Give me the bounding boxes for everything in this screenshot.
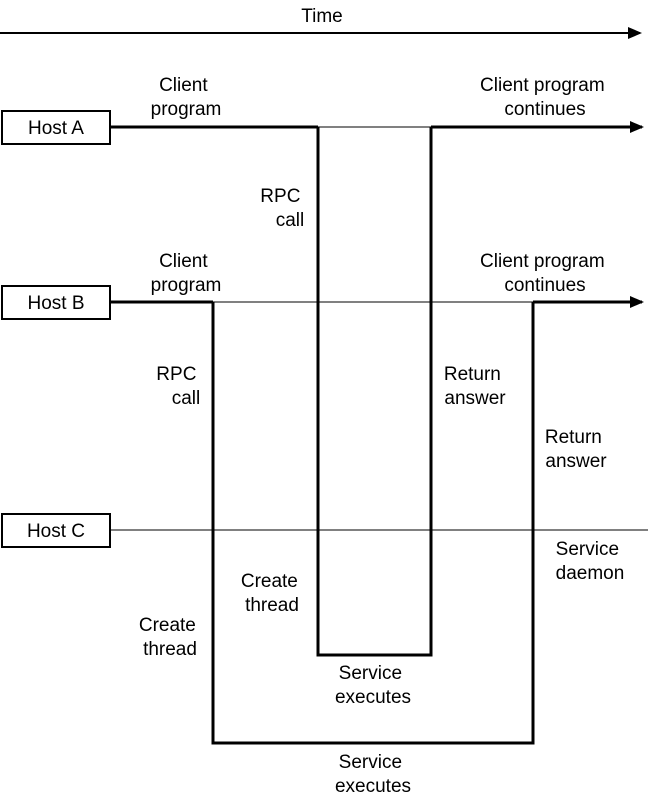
- host-b-box: Host B: [1, 285, 111, 320]
- time-label: Time: [301, 6, 343, 27]
- svg-text:Host B: Host B: [27, 293, 84, 314]
- host-b-rpc-path: [211, 302, 535, 745]
- host-c-create-thread-label-b: Create thread: [139, 615, 201, 660]
- host-c-service-executes-label-a: Service executes: [335, 663, 411, 708]
- host-a-rpc-path: [316, 127, 433, 657]
- host-c-service-daemon-label: Service daemon: [556, 539, 625, 584]
- svg-text:Host C: Host C: [27, 521, 85, 542]
- host-b-client-program-label: Client program: [151, 251, 222, 296]
- host-c-box: Host C: [1, 513, 111, 548]
- host-b-return-answer-label-b: Return answer: [545, 427, 607, 472]
- host-c-create-thread-label-a: Create thread: [241, 571, 303, 616]
- host-a-box: Host A: [1, 110, 111, 145]
- svg-text:Host A: Host A: [28, 118, 84, 139]
- host-b-continues-label: Client program continues: [480, 251, 610, 296]
- host-b-rpc-call-label: RPC call: [156, 364, 201, 409]
- host-a-client-program-label: Client program: [151, 75, 222, 120]
- host-b-return-answer-label-a: Return answer: [444, 364, 506, 409]
- host-a-rpc-call-label: RPC call: [260, 186, 305, 231]
- host-c-service-executes-label-b: Service executes: [335, 752, 411, 797]
- host-a-continues-label: Client program continues: [480, 75, 610, 120]
